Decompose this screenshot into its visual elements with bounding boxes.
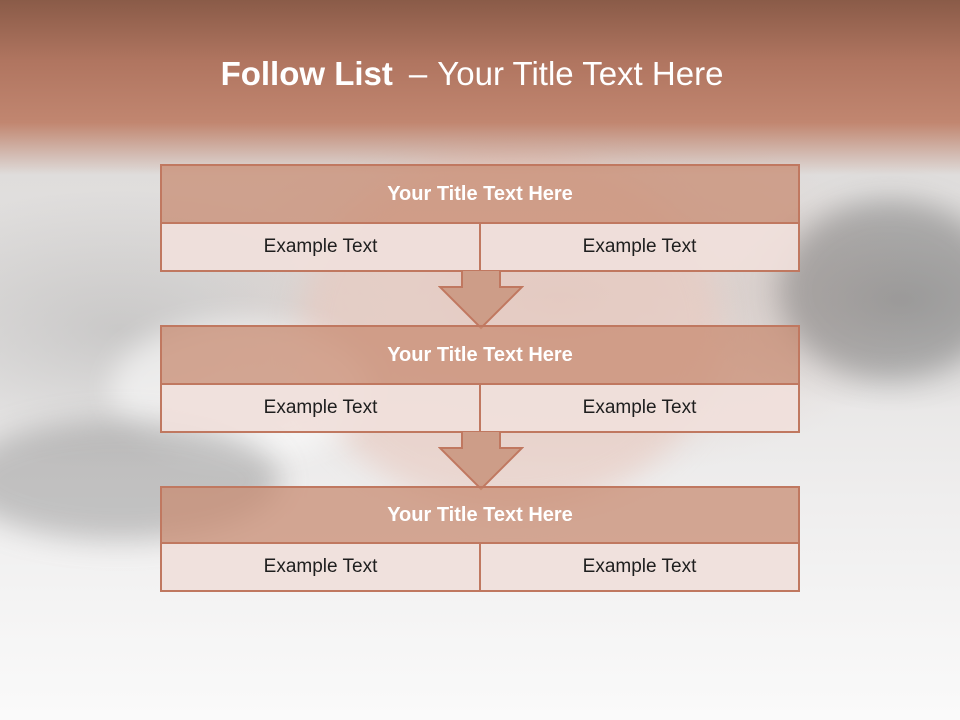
title-separator: – [408, 55, 428, 92]
step-heading: Your Title Text Here [162, 488, 798, 544]
step-row: Example Text Example Text [162, 544, 798, 590]
step-cell-right: Example Text [582, 236, 697, 257]
step-heading: Your Title Text Here [162, 166, 798, 224]
slide-title: Follow List–Your Title Text Here [0, 55, 944, 93]
step-row: Example Text Example Text [162, 385, 798, 431]
title-rest: Your Title Text Here [437, 55, 724, 92]
step-row: Example Text Example Text [162, 224, 798, 270]
step-cell-left: Example Text [162, 385, 481, 431]
step-heading: Your Title Text Here [162, 327, 798, 385]
down-arrow-icon [438, 431, 524, 491]
down-arrow-icon [438, 270, 524, 330]
title-band [0, 0, 960, 175]
step-block-2: Your Title Text Here Example Text Exampl… [160, 325, 800, 433]
step-cell-right: Example Text [582, 556, 697, 577]
step-block-3: Your Title Text Here Example Text Exampl… [160, 486, 800, 592]
step-cell-left: Example Text [162, 544, 481, 590]
step-block-1: Your Title Text Here Example Text Exampl… [160, 164, 800, 272]
step-cell-right: Example Text [582, 397, 697, 418]
step-cell-left: Example Text [162, 224, 481, 270]
background-photo-dark-right [780, 200, 960, 380]
title-bold: Follow List [220, 55, 393, 92]
